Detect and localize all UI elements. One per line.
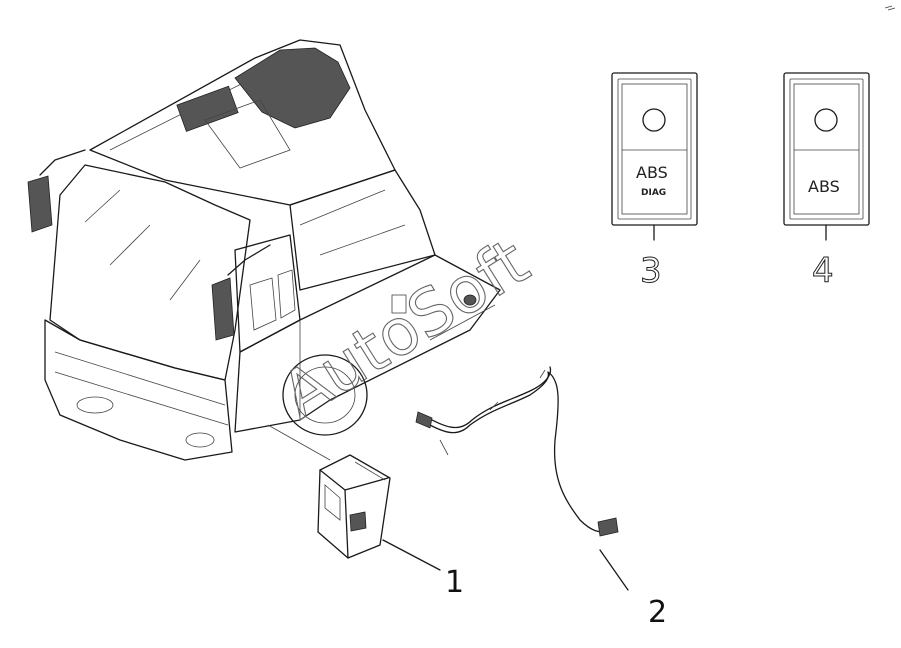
switch-diag-sublabel: DIAG bbox=[641, 188, 666, 198]
watermark-text: AutoSoft bbox=[269, 225, 541, 433]
abs-diag-switch: ABS DIAG bbox=[611, 72, 698, 241]
abs-ecu-module bbox=[317, 454, 441, 571]
callout-4: 4 bbox=[812, 251, 834, 291]
abs-switch: ABS bbox=[783, 72, 870, 241]
corner-mark bbox=[884, 5, 896, 11]
switch-abs-label: ABS bbox=[808, 177, 840, 196]
bus-illustration bbox=[27, 39, 501, 461]
switch-diag-label: ABS bbox=[636, 163, 668, 182]
callout-2: 2 bbox=[648, 595, 667, 630]
callout-3: 3 bbox=[640, 251, 662, 291]
callout-1: 1 bbox=[445, 565, 464, 600]
abs-wiring-harness bbox=[415, 366, 629, 591]
